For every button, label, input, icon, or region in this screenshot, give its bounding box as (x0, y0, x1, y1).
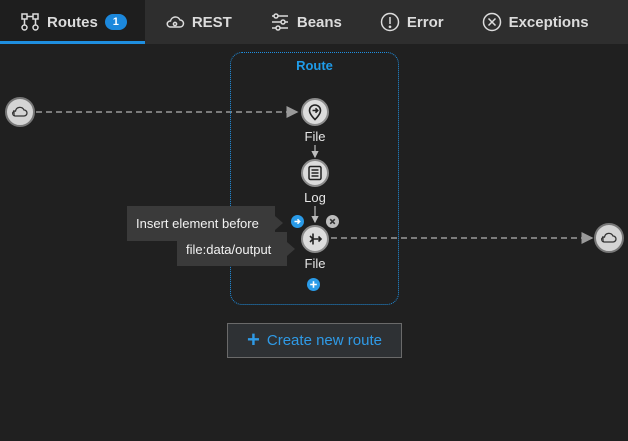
log-list-icon (308, 165, 322, 181)
step-log[interactable] (301, 159, 329, 187)
tab-rest[interactable]: REST (145, 0, 250, 44)
cloud-gear-icon (165, 12, 185, 32)
uri-tooltip: file:data/output (177, 232, 287, 266)
tab-error[interactable]: Error (360, 0, 462, 44)
tab-rest-label: REST (191, 13, 232, 31)
x-circle-icon (482, 12, 502, 32)
sink-endpoint[interactable] (594, 223, 624, 253)
plus-circle-icon (307, 278, 320, 291)
cloud-endpoint-icon (12, 106, 28, 117)
delete-step-button[interactable] (326, 215, 339, 228)
uri-tooltip-text: file:data/output (186, 241, 272, 257)
routes-icon (20, 12, 40, 32)
sliders-icon (270, 12, 290, 32)
tab-routes[interactable]: Routes 1 (0, 0, 145, 44)
source-endpoint[interactable] (5, 97, 35, 127)
insert-before-button[interactable] (291, 215, 304, 228)
insert-before-tooltip-text: Insert element before (136, 216, 259, 231)
tooltip-arrow (287, 242, 295, 256)
create-new-route-button[interactable]: + Create new route (227, 323, 402, 358)
create-new-route-label: Create new route (266, 332, 382, 349)
tab-error-label: Error (406, 13, 444, 31)
arrow-out-icon (309, 233, 323, 245)
step-file-from[interactable] (301, 98, 329, 126)
step-label: Log (304, 190, 326, 205)
cloud-endpoint-icon (601, 232, 617, 243)
step-label: File (304, 129, 326, 144)
tab-bar: Routes 1 REST Beans (0, 0, 628, 44)
exclamation-circle-icon (380, 12, 400, 32)
step-label: File (304, 256, 326, 271)
arrow-right-pin-icon (308, 104, 322, 121)
arrow-right-circle-icon (291, 215, 304, 228)
tab-beans-label: Beans (296, 13, 342, 31)
step-file-to[interactable] (301, 225, 329, 253)
close-icon (326, 215, 339, 228)
tab-exceptions[interactable]: Exceptions (462, 0, 607, 44)
route-container[interactable] (230, 52, 399, 305)
tab-beans[interactable]: Beans (250, 0, 360, 44)
tab-exceptions-label: Exceptions (508, 13, 589, 31)
tab-routes-label: Routes (47, 13, 98, 31)
routes-count-badge: 1 (104, 14, 127, 30)
add-step-button[interactable] (307, 278, 320, 291)
tooltip-arrow (275, 216, 283, 230)
plus-icon: + (247, 326, 260, 352)
route-title: Route (296, 58, 333, 73)
